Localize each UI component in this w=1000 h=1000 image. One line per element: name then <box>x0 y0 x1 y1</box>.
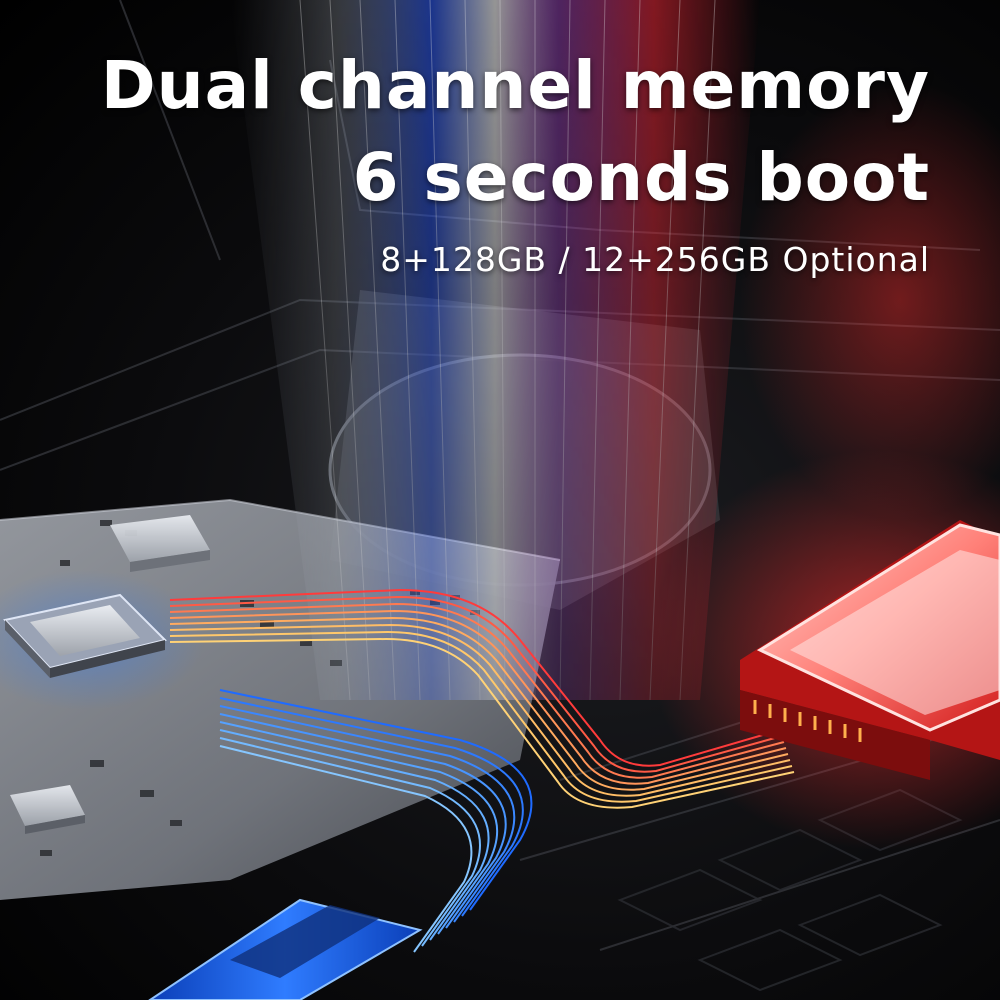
ssd-icon <box>148 898 423 1000</box>
headline: Dual channel memory 6 seconds boot <box>101 40 930 224</box>
data-traces-ssd <box>219 689 533 953</box>
data-traces-hdd <box>169 588 795 809</box>
memory-options-text: 8+128GB / 12+256GB Optional <box>380 240 930 279</box>
controller-chip <box>10 785 85 834</box>
headline-line-1: Dual channel memory <box>100 47 930 124</box>
cpu-chip-icon <box>3 593 167 678</box>
headline-line-2: 6 seconds boot <box>352 139 930 216</box>
hard-drive-icon <box>740 520 1000 780</box>
memory-chip <box>110 515 210 572</box>
light-beam <box>230 0 760 701</box>
